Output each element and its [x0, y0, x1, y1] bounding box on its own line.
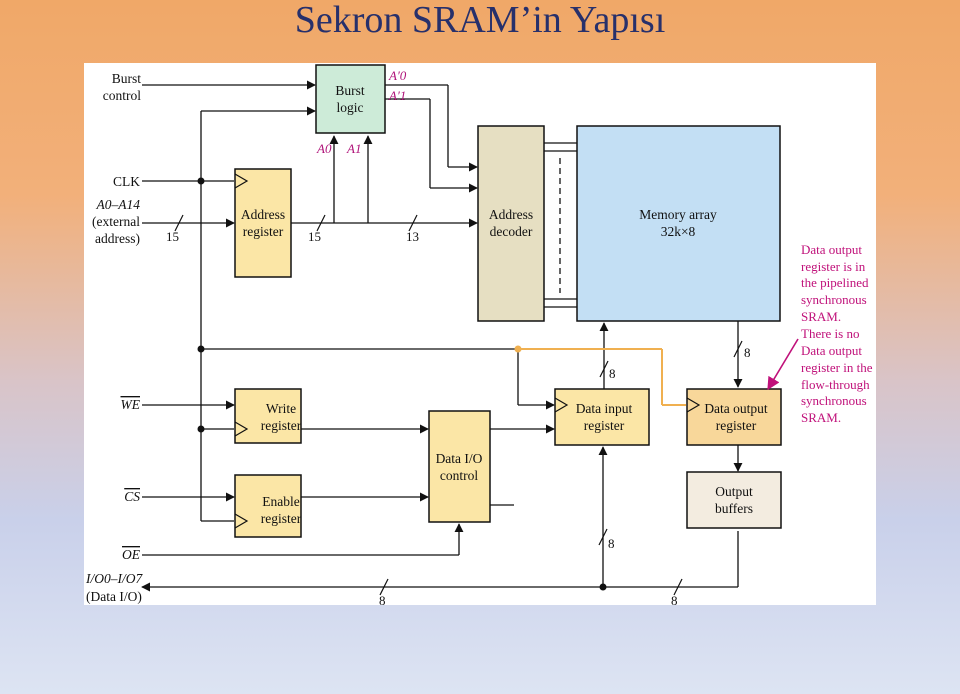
oe-label: OE — [122, 547, 141, 562]
note-line-3: the pipelined — [801, 275, 869, 290]
a0-prime-label: A′0 — [388, 68, 407, 83]
data-output-register-block — [686, 388, 782, 446]
a1-prime-label: A′1 — [388, 88, 406, 103]
data-io-control-label-1: Data I/O — [436, 451, 483, 466]
bus-width-dout: 8 — [744, 345, 751, 360]
address-decoder-label-1: Address — [489, 207, 533, 222]
burst-logic-label-1: Burst — [335, 83, 365, 98]
address-input-label-2: (external — [92, 214, 140, 229]
bus-width-io-up: 8 — [608, 536, 615, 551]
note-line-5: SRAM. — [801, 309, 841, 324]
bus-width-addr-in: 15 — [166, 229, 179, 244]
address-decoder-block — [477, 125, 545, 322]
address-register-label-1: Address — [241, 207, 285, 222]
data-io-control-block — [428, 410, 491, 523]
bus-width-io-right: 8 — [671, 593, 678, 605]
data-input-register-block — [554, 388, 650, 446]
a1-label: A1 — [346, 141, 361, 156]
a0-label: A0 — [316, 141, 332, 156]
note-line-11: SRAM. — [801, 410, 841, 425]
burst-logic-label-2: logic — [337, 100, 364, 115]
data-input-register-label-2: register — [584, 418, 625, 433]
address-input-label-3: address) — [95, 231, 140, 246]
note-pointer-arrow — [767, 338, 799, 391]
data-io-control-label-2: control — [440, 468, 478, 483]
address-register-block — [234, 168, 292, 278]
bus-width-io-left: 8 — [379, 593, 386, 605]
write-register-block — [234, 388, 302, 444]
data-io-label-2: (Data I/O) — [86, 589, 142, 604]
data-input-register-label-1: Data input — [576, 401, 633, 416]
address-decoder-label-2: decoder — [490, 224, 533, 239]
note-line-4: synchronous — [801, 292, 867, 307]
bus-width-addr-reg: 15 — [308, 229, 321, 244]
bus-width-addr-decoder: 13 — [406, 229, 419, 244]
memory-array-block — [576, 125, 781, 322]
data-io-label-1: I/O0–I/O7 — [85, 571, 143, 586]
note-line-1: Data output — [801, 242, 862, 257]
address-register-label-2: register — [243, 224, 284, 239]
note-line-10: synchronous — [801, 393, 867, 408]
note-line-7: Data output — [801, 343, 862, 358]
memory-array-label-1: Memory array — [639, 207, 717, 222]
data-output-register-label-2: register — [716, 418, 757, 433]
slide-title: Sekron SRAM’in Yapısı — [294, 0, 666, 41]
output-buffers-label-1: Output — [715, 484, 753, 499]
data-output-register-label-1: Data output — [704, 401, 768, 416]
address-input-label-1: A0–A14 — [96, 197, 141, 212]
cs-label: CS — [124, 489, 140, 504]
burst-logic-block — [315, 64, 386, 134]
burst-control-label-2: control — [103, 88, 141, 103]
sram-block-diagram: Burst logic Address register Address dec… — [84, 63, 876, 608]
memory-array-label-2: 32k×8 — [661, 224, 696, 239]
clk-label: CLK — [113, 174, 140, 189]
enable-register-label-2: register — [261, 511, 302, 526]
enable-register-label-1: Enable — [262, 494, 299, 509]
burst-control-label-1: Burst — [112, 71, 142, 86]
note-line-9: flow-through — [801, 377, 870, 392]
bus-width-din: 8 — [609, 366, 616, 381]
output-buffers-label-2: buffers — [715, 501, 753, 516]
output-buffers-block — [686, 471, 782, 529]
write-register-label-2: register — [261, 418, 302, 433]
enable-register-block — [234, 474, 302, 538]
note-line-8: register in the — [801, 360, 873, 375]
write-register-label-1: Write — [266, 401, 296, 416]
note-line-2: register is in — [801, 259, 866, 274]
note-line-6: There is no — [801, 326, 859, 341]
we-label: WE — [121, 397, 141, 412]
